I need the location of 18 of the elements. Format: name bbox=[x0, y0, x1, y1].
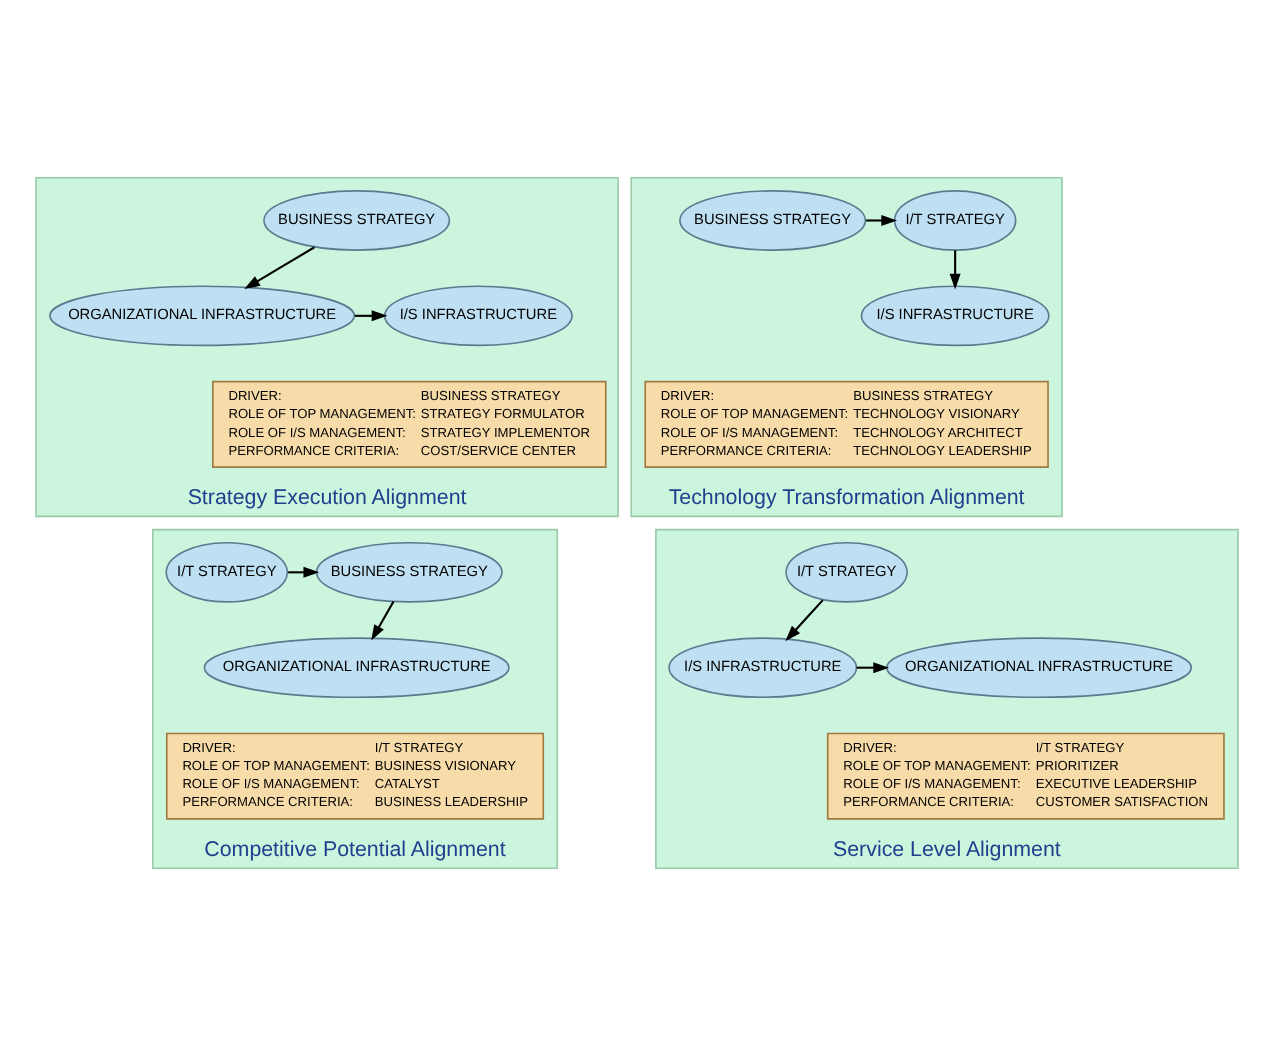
node-ellipse: ORGANIZATIONAL INFRASTRUCTURE bbox=[203, 636, 510, 698]
arrow bbox=[371, 600, 395, 640]
node-ellipse: I/S INFRASTRUCTURE bbox=[668, 636, 858, 698]
arrow bbox=[949, 249, 961, 289]
node-ellipse: ORGANIZATIONAL INFRASTRUCTURE bbox=[885, 636, 1193, 698]
node-ellipse: I/T STRATEGY bbox=[785, 540, 908, 602]
node-ellipse: BUSINESS STRATEGY bbox=[263, 189, 451, 250]
node-ellipse: BUSINESS STRATEGY bbox=[315, 540, 503, 602]
node-ellipse: I/T STRATEGY bbox=[165, 540, 289, 602]
arrow bbox=[244, 245, 315, 289]
arrow bbox=[866, 213, 898, 225]
node-ellipse: I/S INFRASTRUCTURE bbox=[860, 284, 1050, 346]
node-ellipse: I/S INFRASTRUCTURE bbox=[383, 284, 573, 346]
node-ellipse: BUSINESS STRATEGY bbox=[679, 189, 867, 250]
node-ellipse: I/T STRATEGY bbox=[893, 189, 1017, 250]
node-ellipse: ORGANIZATIONAL INFRASTRUCTURE bbox=[49, 284, 356, 346]
arrow bbox=[354, 309, 388, 321]
arrow bbox=[785, 598, 824, 641]
